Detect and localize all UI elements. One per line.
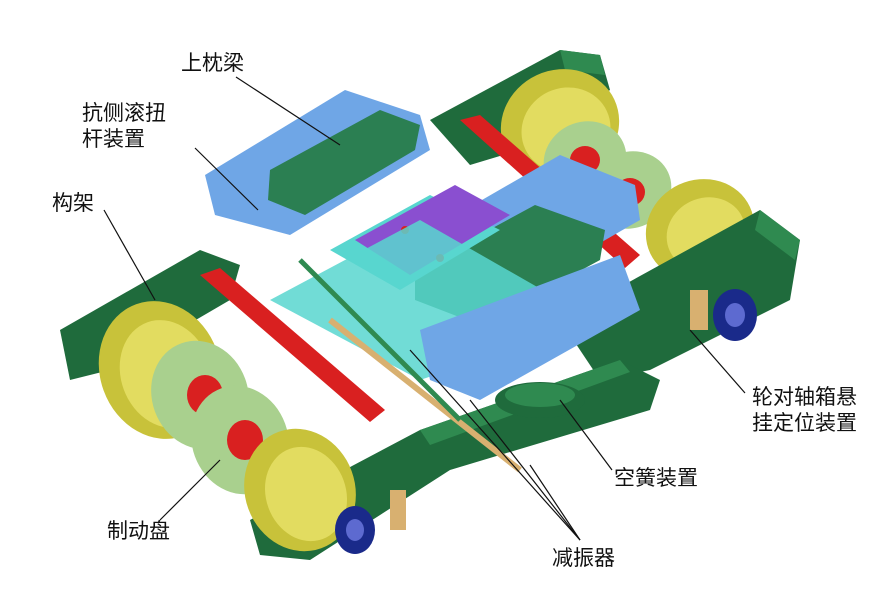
frame-side-beam-right bbox=[560, 210, 800, 380]
label-damper: 减振器 bbox=[552, 546, 615, 570]
leader-damper-3 bbox=[469, 399, 581, 541]
label-axlebox-suspension: 轮对轴箱悬 挂定位装置 bbox=[752, 385, 857, 435]
leader-upper-bolster bbox=[235, 76, 341, 146]
lower-bolster bbox=[270, 220, 640, 400]
leader-axlebox bbox=[689, 329, 746, 394]
axlebox-front bbox=[335, 490, 406, 554]
traction-link-front bbox=[200, 268, 385, 422]
leader-air-spring bbox=[559, 399, 613, 471]
wheel-front-left-2 bbox=[244, 428, 356, 552]
label-brake-disc: 制动盘 bbox=[107, 519, 170, 543]
label-upper-bolster: 上枕梁 bbox=[181, 51, 244, 75]
leader-damper-1 bbox=[529, 464, 581, 541]
label-air-spring: 空簧装置 bbox=[614, 466, 698, 490]
leader-frame bbox=[103, 209, 156, 301]
label-frame: 构架 bbox=[52, 191, 94, 215]
leader-brake-disc bbox=[159, 459, 221, 521]
air-spring bbox=[495, 382, 585, 418]
callout-lines bbox=[103, 76, 746, 541]
leader-damper-2 bbox=[409, 349, 581, 541]
leader-anti-roll bbox=[194, 147, 259, 211]
dampers bbox=[298, 258, 522, 473]
axlebox-right bbox=[690, 289, 757, 341]
label-anti-roll-bar: 抗侧滚扭 杆装置 bbox=[82, 101, 166, 151]
